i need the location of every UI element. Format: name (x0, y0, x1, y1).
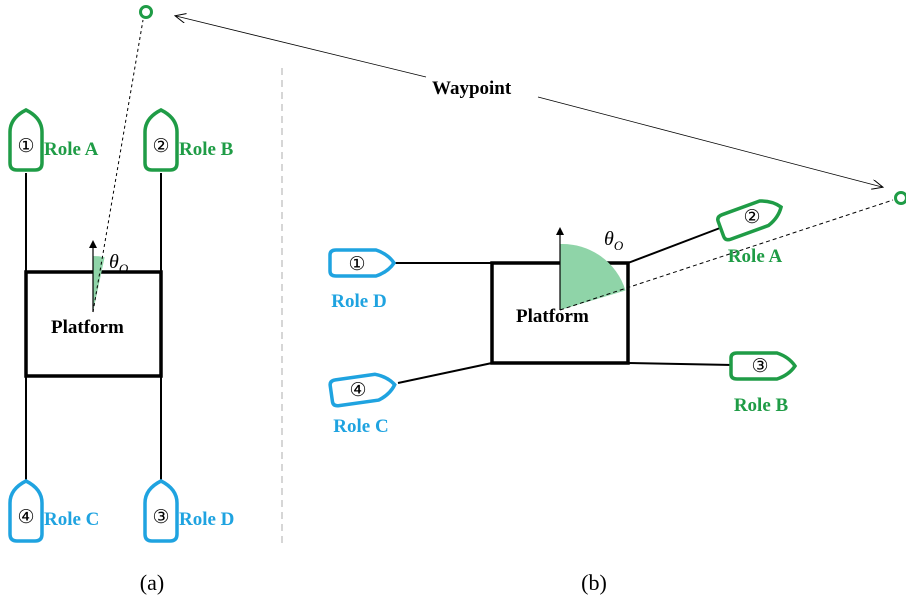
waypoint-marker-b (894, 191, 906, 205)
boat-b-2-number: ② (743, 207, 760, 228)
boat-b-2-role: Role A (728, 246, 783, 267)
boat-a-1-role: Role A (44, 139, 99, 160)
boat-b-3-role: Role B (734, 395, 789, 416)
boat-b-4-number: ④ (349, 380, 366, 401)
boat-a-2-hull (143, 108, 179, 172)
caption-a: (a) (140, 570, 164, 595)
angle-wedge-b (560, 243, 626, 310)
platform-b-label: Platform (516, 306, 589, 327)
boat-b-1-role: Role D (331, 291, 386, 312)
panel-a: Platform θO ① Role A ② Role B ④ Role C ③… (8, 5, 234, 595)
panel-b: Platform θO ① Role D ④ Role C ② Role A ③… (328, 191, 906, 595)
boat-a-4-number: ④ (17, 507, 34, 528)
boat-b-3-hull (729, 351, 798, 381)
waypoint-arrow-right (537, 96, 882, 187)
boat-b-2-hull (716, 199, 784, 242)
waypoint-label: Waypoint (432, 78, 512, 99)
boat-a-3-number: ③ (152, 507, 169, 528)
boat-a-3-role: Role D (179, 509, 234, 530)
boat-a-3-hull (143, 479, 179, 543)
boat-b-3-number: ③ (751, 356, 768, 377)
boat-b-1-number: ① (348, 254, 365, 275)
boat-b-1-hull (328, 248, 397, 278)
boat-a-1-hull (8, 108, 44, 172)
boat-a-4-hull (8, 479, 44, 543)
boat-b-4-role: Role C (333, 416, 388, 437)
platform-a-label: Platform (51, 317, 124, 338)
tether-b-3 (627, 362, 734, 366)
tether-b-2 (627, 227, 721, 264)
theta-label-b: θO (604, 228, 624, 253)
waypoint-line-b (559, 199, 894, 311)
boat-a-1-number: ① (17, 136, 34, 157)
boat-a-4-role: Role C (44, 509, 99, 530)
waypoint-arrow-left (176, 16, 427, 78)
waypoint-line-a (92, 19, 144, 313)
boat-b-4-hull (328, 372, 397, 408)
caption-b: (b) (581, 570, 607, 595)
boat-a-2-number: ② (152, 136, 169, 157)
tether-b-4 (397, 362, 493, 384)
boat-a-2-role: Role B (179, 139, 234, 160)
theta-label-a: θO (109, 251, 129, 276)
waypoint-marker-a (139, 5, 153, 19)
